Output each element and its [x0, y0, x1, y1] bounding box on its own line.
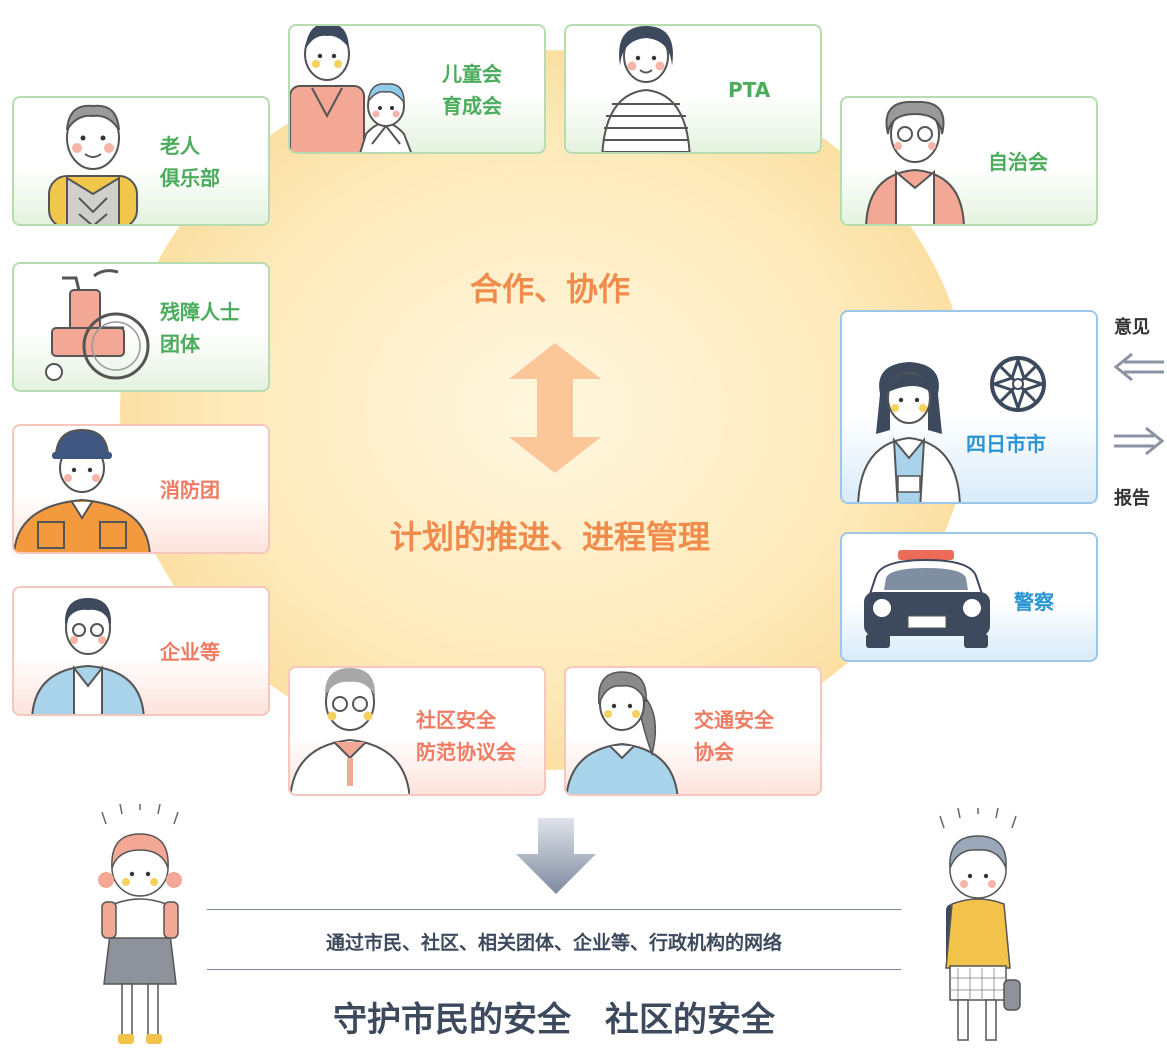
card-elderly-club-label: 老人 俱乐部 [160, 134, 220, 190]
card-children-group: 儿童会 育成会 [288, 24, 546, 154]
card-city-label: 四日市市 [966, 432, 1046, 456]
left-double-arrow-icon [1113, 352, 1164, 382]
network-text: 通过市民、社区、相关团体、企业等、行政机构的网络 [325, 932, 782, 954]
card-children-group-label: 儿童会 育成会 [442, 62, 502, 118]
card-companies: 企业等 [12, 586, 270, 716]
businessman-icon [31, 598, 145, 714]
card-pta: PTA [564, 24, 822, 154]
card-traffic-safety: 交通安全 协会 [564, 666, 822, 796]
report-label: 报告 [1114, 488, 1150, 509]
girl-with-backpack-icon [98, 804, 182, 1044]
parent-child-icon [290, 26, 412, 152]
center-planning-text: 计划的推进、进程管理 [389, 518, 710, 556]
card-pta-label: PTA [728, 78, 771, 102]
woman-striped-shirt-icon [601, 26, 691, 152]
elderly-woman-icon [865, 100, 965, 224]
card-disability-group-label: 残障人士 团体 [160, 300, 240, 356]
boy-with-backpack-icon [939, 808, 1021, 1041]
center-cooperation-text: 合作、协作 [469, 270, 630, 308]
city-emblem-icon [989, 355, 1047, 413]
card-residents-assoc-label: 自治会 [988, 150, 1048, 174]
double-arrow-icon [509, 343, 601, 473]
down-arrow-icon [516, 818, 596, 894]
slogan-text: 守护市民的安全 社区的安全 [333, 1000, 775, 1040]
city-staff-woman-icon [857, 362, 961, 502]
bottom-divider [207, 969, 901, 970]
card-city: 四日市市 [840, 310, 1098, 504]
card-companies-label: 企业等 [160, 640, 220, 664]
card-disability-group: 残障人士 团体 [12, 262, 270, 392]
card-traffic-safety-label: 交通安全 协会 [694, 708, 774, 764]
police-car-icon [864, 550, 990, 648]
right-double-arrow-icon [1114, 426, 1165, 456]
card-elderly-club: 老人 俱乐部 [12, 96, 270, 226]
card-fire-brigade-label: 消防团 [160, 478, 220, 502]
wheelchair-icon [45, 269, 150, 381]
card-community-safety: 社区安全 防范协议会 [288, 666, 546, 796]
top-divider [207, 909, 901, 910]
elderly-man-icon [48, 104, 138, 224]
firefighter-icon [14, 428, 151, 552]
elderly-man-glasses-icon [290, 668, 410, 794]
card-police-label: 警察 [1014, 590, 1054, 614]
card-police: 警察 [840, 532, 1098, 662]
opinion-label: 意见 [1114, 317, 1150, 338]
card-community-safety-label: 社区安全 防范协议会 [416, 708, 516, 764]
woman-ponytail-icon [566, 671, 679, 794]
card-residents-assoc: 自治会 [840, 96, 1098, 226]
card-fire-brigade: 消防团 [12, 424, 270, 554]
